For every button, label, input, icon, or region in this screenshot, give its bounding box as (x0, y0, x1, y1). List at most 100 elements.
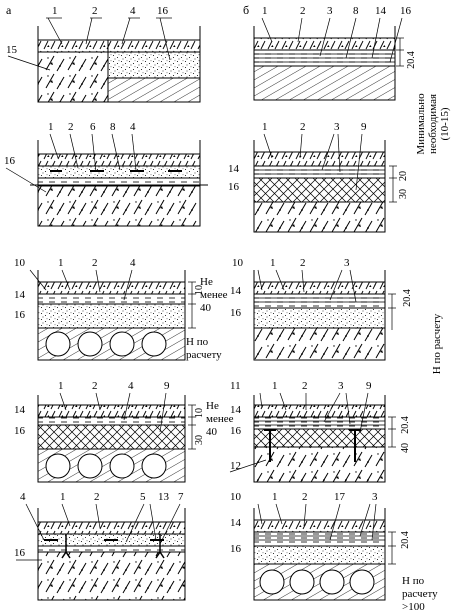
callout-a1-4: 4 (130, 5, 136, 17)
callout-b1-1: 1 (262, 5, 268, 17)
dim-b5-20-4: 20.4 (400, 531, 411, 549)
callout-b5-3: 3 (372, 491, 378, 503)
dim-a3-10: 10 (194, 285, 205, 295)
callout-b1-2: 2 (300, 5, 306, 17)
callout-b2-14: 14 (228, 163, 240, 175)
callout-a1-16: 16 (157, 5, 169, 17)
callout-b1-8: 8 (353, 5, 359, 17)
dim-b3-20-4: 20.4 (402, 289, 413, 307)
section-a4 (37, 392, 196, 483)
ne-menee-a3-line1: Не (200, 276, 213, 288)
ne-menee-a3-line2: менее (200, 289, 228, 301)
callout-b4-14: 14 (230, 404, 242, 416)
callout-a2-2: 2 (68, 121, 74, 133)
callout-b5-10: 10 (230, 491, 242, 503)
callout-a2-6: 6 (90, 121, 96, 133)
section-a5 (16, 503, 186, 601)
callout-a5-2: 2 (94, 491, 100, 503)
callout-b3-14: 14 (230, 285, 242, 297)
ne-menee-a3-line3: 40 (200, 302, 212, 314)
callout-a5-13: 13 (158, 491, 170, 503)
callout-a4-2: 2 (92, 380, 98, 392)
section-a3 (29, 269, 196, 361)
h-po-raschetu-b3: Н по расчету (431, 313, 443, 374)
callout-b4-9: 9 (366, 380, 372, 392)
callout-b5-14: 14 (230, 517, 242, 529)
h-po-raschetu-b5-line1: Н по (402, 575, 425, 587)
dim-b1-20-4: 20.4 (406, 51, 417, 69)
h-po-raschetu-a3-line2: расчету (186, 349, 222, 361)
callout-b3-1: 1 (270, 257, 276, 269)
dim-b2-20: 20 (398, 171, 409, 181)
callout-b4-1: 1 (272, 380, 278, 392)
callout-a3-16: 16 (14, 309, 26, 321)
callout-a4-9: 9 (164, 380, 170, 392)
h-po-raschetu-a3-line1: Н по (186, 336, 209, 348)
callout-b2-16: 16 (228, 181, 240, 193)
callout-b3-2: 2 (300, 257, 306, 269)
ne-menee-a4-line3: 40 (206, 426, 218, 438)
callout-a2-16: 16 (4, 155, 16, 167)
section-b5 (253, 503, 396, 601)
callout-a4-1: 1 (58, 380, 64, 392)
callout-a5-1: 1 (60, 491, 66, 503)
dim-b4-40: 40 (400, 443, 411, 453)
callout-b1-14: 14 (375, 5, 387, 17)
callout-b4-12: 12 (230, 460, 241, 472)
section-b3 (253, 269, 396, 361)
section-b4 (229, 392, 396, 483)
callout-b3-3: 3 (344, 257, 350, 269)
callout-b2-1: 1 (262, 121, 268, 133)
callout-a4-14: 14 (14, 404, 26, 416)
callout-a2-1: 1 (48, 121, 54, 133)
callout-b2-2: 2 (300, 121, 306, 133)
h-po-raschetu-b5-line2: расчету (402, 588, 438, 600)
callout-b5-1: 1 (272, 491, 278, 503)
panel-label-a: а (6, 3, 12, 17)
section-b1 (253, 17, 404, 101)
callout-a5-7: 7 (178, 491, 184, 503)
ne-menee-a4-line1: Не (206, 400, 219, 412)
dim-b4-20-4: 20.4 (400, 416, 411, 434)
callout-b4-16: 16 (230, 425, 242, 437)
callout-b5-17: 17 (334, 491, 346, 503)
callout-b1-16: 16 (400, 5, 412, 17)
h-po-raschetu-b5-line3: >100 (402, 601, 425, 612)
callout-a2-8: 8 (110, 121, 116, 133)
callout-b2-9: 9 (361, 121, 367, 133)
callout-a1-15: 15 (6, 44, 18, 56)
section-b2 (253, 133, 397, 233)
callout-b1-3: 3 (327, 5, 333, 17)
callout-a1-2: 2 (92, 5, 98, 17)
callout-b4-2: 2 (302, 380, 308, 392)
dim-b2-30: 30 (398, 189, 409, 199)
callout-b3-10: 10 (232, 257, 244, 269)
min-note-line3: (10-15) (439, 107, 451, 140)
min-note-line2: необходимая (427, 94, 439, 154)
callout-a3-1: 1 (58, 257, 64, 269)
callout-a3-10: 10 (14, 257, 26, 269)
section-a2 (5, 133, 208, 227)
callout-a4-4: 4 (128, 380, 134, 392)
dim-a4-30: 30 (194, 435, 205, 445)
callout-b5-2: 2 (302, 491, 308, 503)
dim-a4-10: 10 (194, 408, 205, 418)
callout-a5-4: 4 (20, 491, 26, 503)
panel-label-b: б (243, 3, 249, 17)
callout-a3-14: 14 (14, 289, 26, 301)
section-a1 (7, 17, 201, 103)
callout-a1-1: 1 (52, 5, 58, 17)
callout-a3-2: 2 (92, 257, 98, 269)
callout-b4-3: 3 (338, 380, 344, 392)
callout-b4-11: 11 (230, 380, 241, 392)
callout-a5-5: 5 (140, 491, 146, 503)
callout-b2-3: 3 (334, 121, 340, 133)
callout-a3-4: 4 (130, 257, 136, 269)
callout-a5-16: 16 (14, 547, 26, 559)
callout-b3-16: 16 (230, 307, 242, 319)
callout-a2-4: 4 (130, 121, 136, 133)
callout-b5-16: 16 (230, 543, 242, 555)
callout-a4-16: 16 (14, 425, 26, 437)
ne-menee-a4-line2: менее (206, 413, 234, 425)
